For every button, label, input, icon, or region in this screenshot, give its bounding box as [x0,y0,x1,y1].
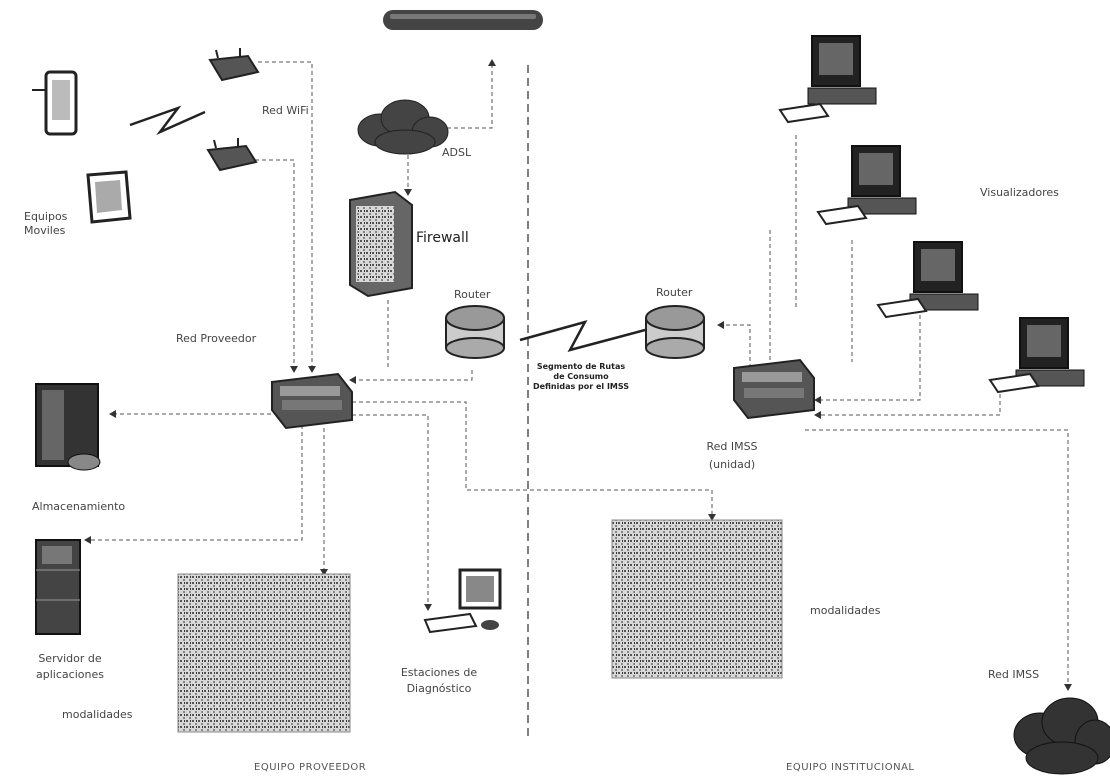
wifi-ap-icon-bottom [206,138,258,172]
modalities-left-label: modalidades [62,708,133,721]
wireless-link-mobile [129,105,206,136]
diagnostic-label-1: Estaciones de [400,666,478,679]
firewall-label: Firewall [416,230,469,246]
provider-team-label: EQUIPO PROVEEDOR [254,762,367,773]
viewer-workstation-icon [816,145,917,226]
viewer-workstation-icon [876,241,979,319]
storage-label: Almacenamiento [32,500,126,513]
app-servers-label-2: aplicaciones [36,668,104,681]
modalities-right-label: modalidades [810,604,881,617]
storage-server-icon [35,383,101,471]
imss-unit-label-2: (unidad) [708,458,756,471]
viewer-workstation-icon [778,35,877,124]
segment-label-3: Definidas por el IMSS [532,382,630,391]
connection-lines [84,59,1072,691]
wireless-link-routers [519,320,646,352]
tablet-icon [86,170,132,224]
app-servers-label-1: Servidor de [38,652,102,665]
diagnostic-workstation-icon [423,568,502,634]
firewall-icon [349,190,413,298]
router-icon-right [645,305,705,359]
diagnostic-label-2: Diagnóstico [406,682,472,695]
provider-net-label: Red Proveedor [176,332,257,345]
wifi-label: Red WiFi [262,104,309,117]
internet-bar [383,10,543,30]
viewers-label: Visualizadores [980,186,1059,199]
router-icon-left [445,305,505,359]
institutional-team-label: EQUIPO INSTITUCIONAL [786,762,915,773]
imss-unit-label-1: Red IMSS [706,440,758,453]
imss-cloud-icon [1013,697,1110,775]
wifi-ap-icon-top [208,48,260,82]
provider-switch-icon [271,372,353,430]
segment-label-2: de Consumo [553,372,609,381]
adsl-label: ADSL [442,146,472,159]
mobile-label-1: Equipos [24,210,68,223]
imss-switch-icon [733,358,815,420]
router-left-label: Router [454,288,491,301]
imss-net-label: Red IMSS [988,668,1040,681]
adsl-cloud-icon [357,99,449,155]
router-right-label: Router [656,286,693,299]
mobile-phone-icon [32,70,78,136]
modalities-image-left [177,573,351,733]
viewer-workstation-icon [988,317,1085,394]
modalities-image-right [611,519,783,679]
mobile-label-2: Moviles [24,224,66,237]
segment-label-1: Segmento de Rutas [536,362,626,371]
app-server-icon [35,539,81,635]
